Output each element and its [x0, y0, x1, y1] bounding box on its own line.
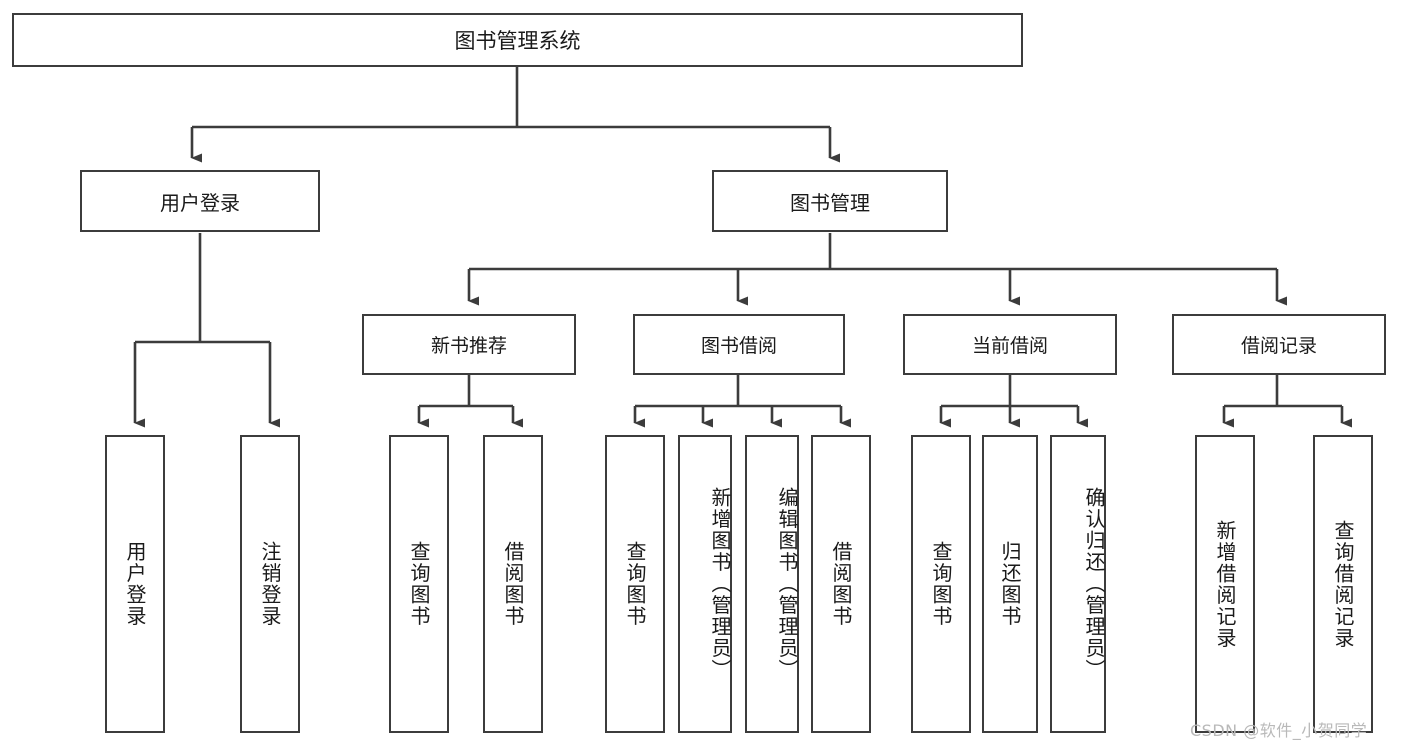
leaf-book-borrow-borrow[interactable]: 借阅图书	[811, 435, 871, 733]
node-label: 用户登录	[160, 190, 240, 215]
node-label: 查询借阅记录	[1331, 519, 1355, 649]
leaf-new-book-query[interactable]: 查询图书	[389, 435, 449, 733]
leaf-current-borrow-query[interactable]: 查询图书	[911, 435, 971, 733]
node-label: 借阅记录	[1240, 335, 1317, 357]
csdn-watermark: CSDN @软件_小贺同学	[1190, 721, 1368, 740]
node-book-borrow[interactable]: 图书借阅	[633, 314, 845, 375]
leaf-borrow-record-add[interactable]: 新增借阅记录	[1195, 435, 1255, 733]
node-root-system[interactable]: 图书管理系统	[12, 13, 1023, 67]
leaf-new-book-borrow[interactable]: 借阅图书	[483, 435, 543, 733]
node-label: 注销登录	[258, 541, 282, 627]
node-label: 新增借阅记录	[1213, 519, 1237, 649]
node-label: 确认归还（管理员）	[1082, 487, 1106, 681]
leaf-book-borrow-query[interactable]: 查询图书	[605, 435, 665, 733]
leaf-book-borrow-edit[interactable]: 编辑图书（管理员）	[745, 435, 799, 733]
leaf-current-borrow-confirm-return[interactable]: 确认归还（管理员）	[1050, 435, 1106, 733]
node-user-login[interactable]: 用户登录	[80, 170, 320, 232]
node-label: 图书管理系统	[454, 29, 581, 53]
leaf-borrow-record-query[interactable]: 查询借阅记录	[1313, 435, 1373, 733]
leaf-user-login-login[interactable]: 用户登录	[105, 435, 165, 733]
node-label: 当前借阅	[971, 335, 1048, 357]
node-label: 查询图书	[623, 541, 647, 627]
node-label: 新增图书（管理员）	[708, 487, 732, 681]
leaf-current-borrow-return[interactable]: 归还图书	[982, 435, 1038, 733]
leaf-user-login-logout[interactable]: 注销登录	[240, 435, 300, 733]
node-label: 归还图书	[998, 541, 1022, 627]
node-current-borrow[interactable]: 当前借阅	[903, 314, 1117, 375]
node-book-management[interactable]: 图书管理	[712, 170, 948, 232]
node-borrow-record[interactable]: 借阅记录	[1172, 314, 1386, 375]
node-label: 用户登录	[123, 541, 147, 627]
node-label: 借阅图书	[829, 541, 853, 627]
node-label: 编辑图书（管理员）	[775, 487, 799, 681]
node-label: 图书管理	[790, 190, 870, 215]
node-label: 图书借阅	[700, 335, 777, 357]
node-new-book-recommend[interactable]: 新书推荐	[362, 314, 576, 375]
node-label: 借阅图书	[501, 541, 525, 627]
node-label: 查询图书	[407, 541, 431, 627]
leaf-book-borrow-add[interactable]: 新增图书（管理员）	[678, 435, 732, 733]
node-label: 查询图书	[929, 541, 953, 627]
node-label: 新书推荐	[430, 335, 507, 357]
